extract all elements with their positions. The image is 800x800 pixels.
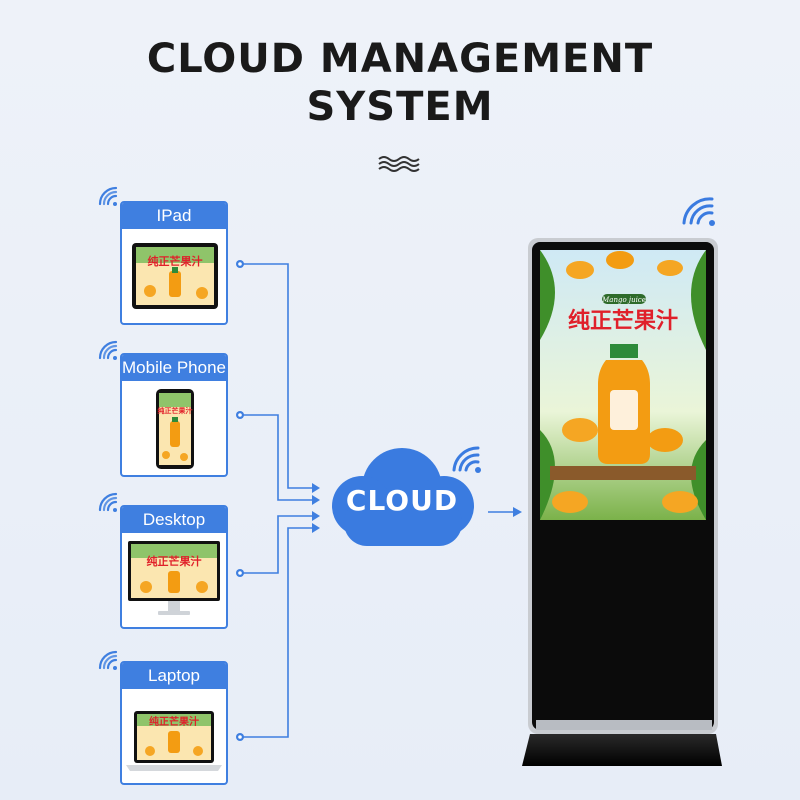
ad-tag: Mango juice	[601, 296, 646, 304]
phone-icon: 纯正芒果汁	[122, 381, 226, 477]
ad-text: 纯正芒果汁	[149, 715, 199, 728]
ad-headline: 纯正芒果汁	[568, 308, 678, 334]
wifi-signal-icon	[96, 490, 120, 514]
desktop-monitor-icon: 纯正芒果汁	[122, 533, 226, 629]
device-card-mobile-phone: Mobile Phone 纯正芒果汁	[120, 353, 228, 477]
wifi-signal-icon	[450, 444, 484, 474]
ad-text: 纯正芒果汁	[148, 254, 203, 268]
device-card-laptop: Laptop 纯正芒果汁	[120, 661, 228, 785]
wifi-signal-icon	[680, 195, 718, 227]
wifi-signal-icon	[96, 648, 120, 672]
cloud-label: CLOUD	[322, 484, 482, 517]
device-label: Mobile Phone	[122, 355, 226, 381]
device-label: Laptop	[122, 663, 226, 689]
device-card-ipad: IPad 纯正芒果汁	[120, 201, 228, 325]
device-label: Desktop	[122, 507, 226, 533]
wifi-signal-icon	[96, 338, 120, 362]
device-card-desktop: Desktop 纯正芒果汁	[120, 505, 228, 629]
ad-text: 纯正芒果汁	[158, 406, 193, 415]
tablet-icon: 纯正芒果汁	[122, 229, 226, 325]
laptop-icon: 纯正芒果汁	[122, 689, 226, 785]
ad-text: 纯正芒果汁	[147, 554, 202, 568]
digital-signage-kiosk: Mango juice 纯正芒果汁	[510, 230, 730, 770]
wifi-signal-icon	[96, 184, 120, 208]
device-label: IPad	[122, 203, 226, 229]
